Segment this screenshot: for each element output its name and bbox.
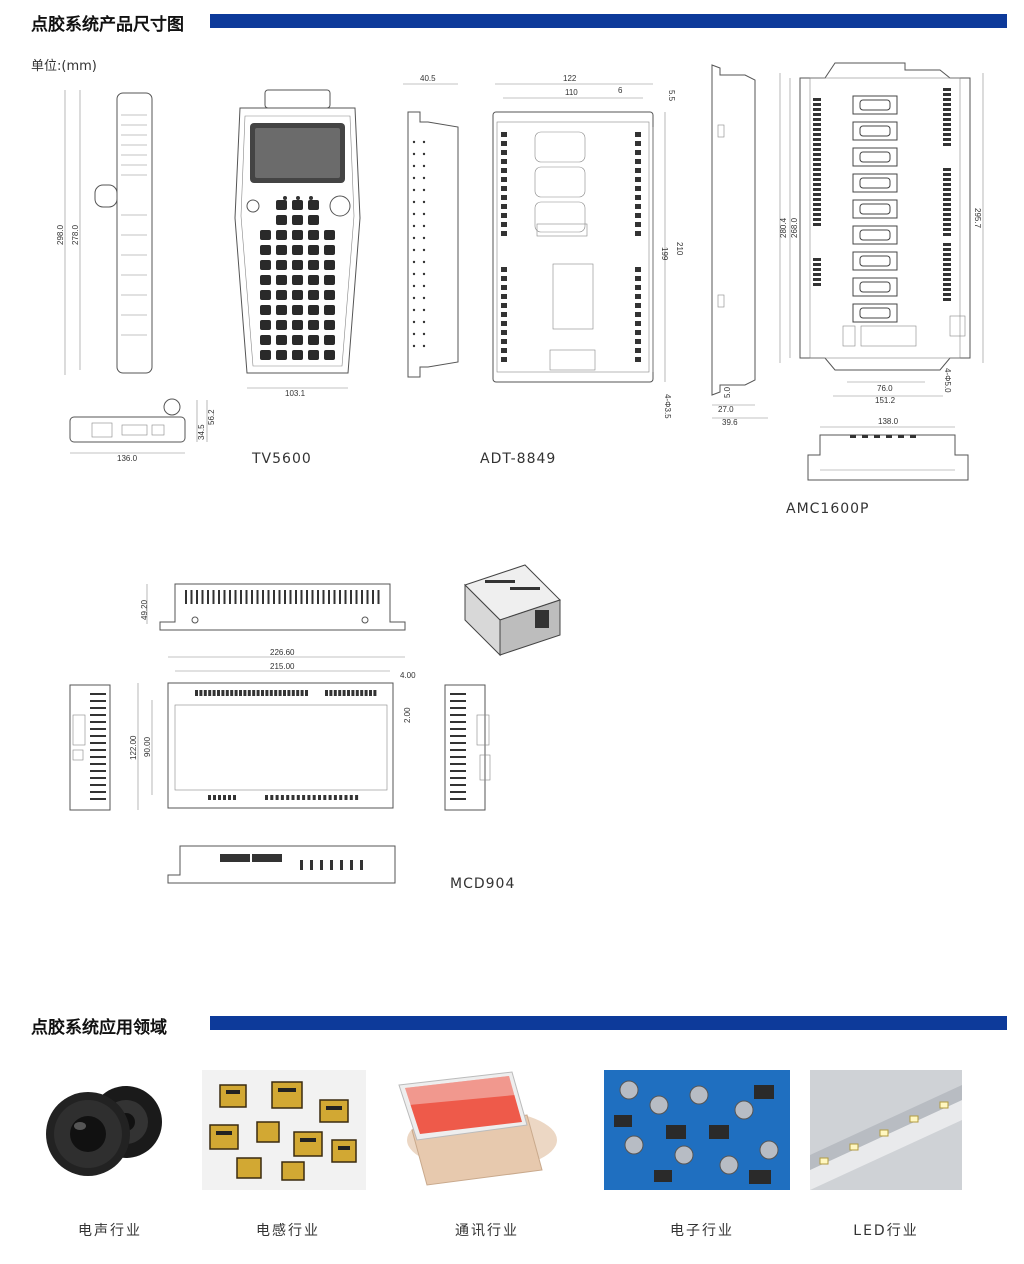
- dim-label: 268.0: [790, 217, 799, 238]
- tv5600-bottom-drawing: 136.0 34.5 56.2: [69, 398, 216, 463]
- dim-label: 39.6: [722, 418, 738, 427]
- dim-label: 122: [563, 74, 577, 83]
- dim-label: 4.00: [400, 671, 416, 680]
- dim-label: 138.0: [878, 417, 899, 426]
- dim-label: 199: [660, 247, 669, 261]
- product-label-amc1600p: AMC1600P: [786, 501, 870, 517]
- dim-label: 56.2: [207, 409, 216, 425]
- dim-label: 298.0: [56, 224, 65, 245]
- dim-label: 136.0: [117, 454, 138, 463]
- mcd904-bottom-drawing: [167, 845, 396, 884]
- dim-label: 280.4: [779, 217, 788, 238]
- dim-label: 6: [618, 86, 623, 95]
- dim-label: 210: [675, 242, 684, 256]
- product-label-tv5600: TV5600: [252, 451, 312, 467]
- dim-label: 34.5: [197, 424, 206, 440]
- dim-label: 151.2: [875, 396, 896, 405]
- dim-label: 90.00: [143, 736, 152, 757]
- section-divider-bar: [210, 14, 1007, 28]
- dim-label: 4-Φ5.0: [943, 368, 952, 393]
- smartphone-image: [387, 1070, 565, 1190]
- section-title-dimensions: 点胶系统产品尺寸图: [31, 15, 184, 35]
- dim-label: 215.00: [270, 662, 295, 671]
- application-label: 电子行业: [670, 1223, 734, 1239]
- dim-label: 278.0: [71, 224, 80, 245]
- dim-label: 295.7: [973, 208, 982, 229]
- section-title-applications: 点胶系统应用领域: [31, 1018, 167, 1038]
- dim-label: 5.5: [667, 90, 676, 102]
- amc1600p-top-drawing: 138.0: [807, 417, 969, 481]
- dim-label: 226.60: [270, 648, 295, 657]
- mcd904-top-drawing: 49.20: [140, 583, 406, 631]
- adt8849-side-drawing: 40.5: [403, 74, 459, 378]
- application-label: LED行业: [853, 1223, 919, 1239]
- unit-note: 单位:(mm): [31, 59, 97, 74]
- circuit-board-image: [604, 1070, 790, 1190]
- product-label-mcd904: MCD904: [450, 876, 516, 892]
- amc1600p-front-drawing: 268.0 280.4 295.7 76.0 151.2 4-Φ5.0: [779, 62, 984, 405]
- dim-label: 40.5: [420, 74, 436, 83]
- section-divider-bar: [210, 1016, 1007, 1030]
- dim-label: 110: [565, 88, 578, 97]
- dim-label: 4-Φ3.5: [663, 394, 672, 419]
- dim-label: 5.0: [723, 386, 732, 398]
- application-label: 电感行业: [256, 1223, 320, 1239]
- dim-label: 49.20: [140, 599, 149, 620]
- led-strip-image: [810, 1070, 962, 1190]
- dim-label: 2.00: [403, 707, 412, 723]
- tv5600-side-drawing: 298.0 278.0: [56, 90, 153, 375]
- mcd904-front-drawing: 226.60 215.00 4.00 2.00 122.00 90.00: [69, 648, 491, 811]
- tv5600-front-drawing: 103.1: [234, 89, 361, 398]
- adt8849-front-drawing: 122 110 6 5.5 210 199 4-Φ3.5: [492, 74, 684, 419]
- application-label: 电声行业: [78, 1223, 142, 1239]
- inductor-image: [202, 1070, 366, 1190]
- dim-label: 122.00: [129, 735, 138, 760]
- speaker-image: [28, 1070, 192, 1190]
- dim-label: 76.0: [877, 384, 893, 393]
- mcd904-3d-view: [464, 564, 561, 657]
- dim-label: 27.0: [718, 405, 734, 414]
- product-label-adt8849: ADT-8849: [480, 451, 557, 467]
- application-label: 通讯行业: [455, 1223, 519, 1239]
- dim-label: 103.1: [285, 389, 306, 398]
- amc1600p-side-drawing: 5.0 27.0 39.6: [711, 64, 768, 427]
